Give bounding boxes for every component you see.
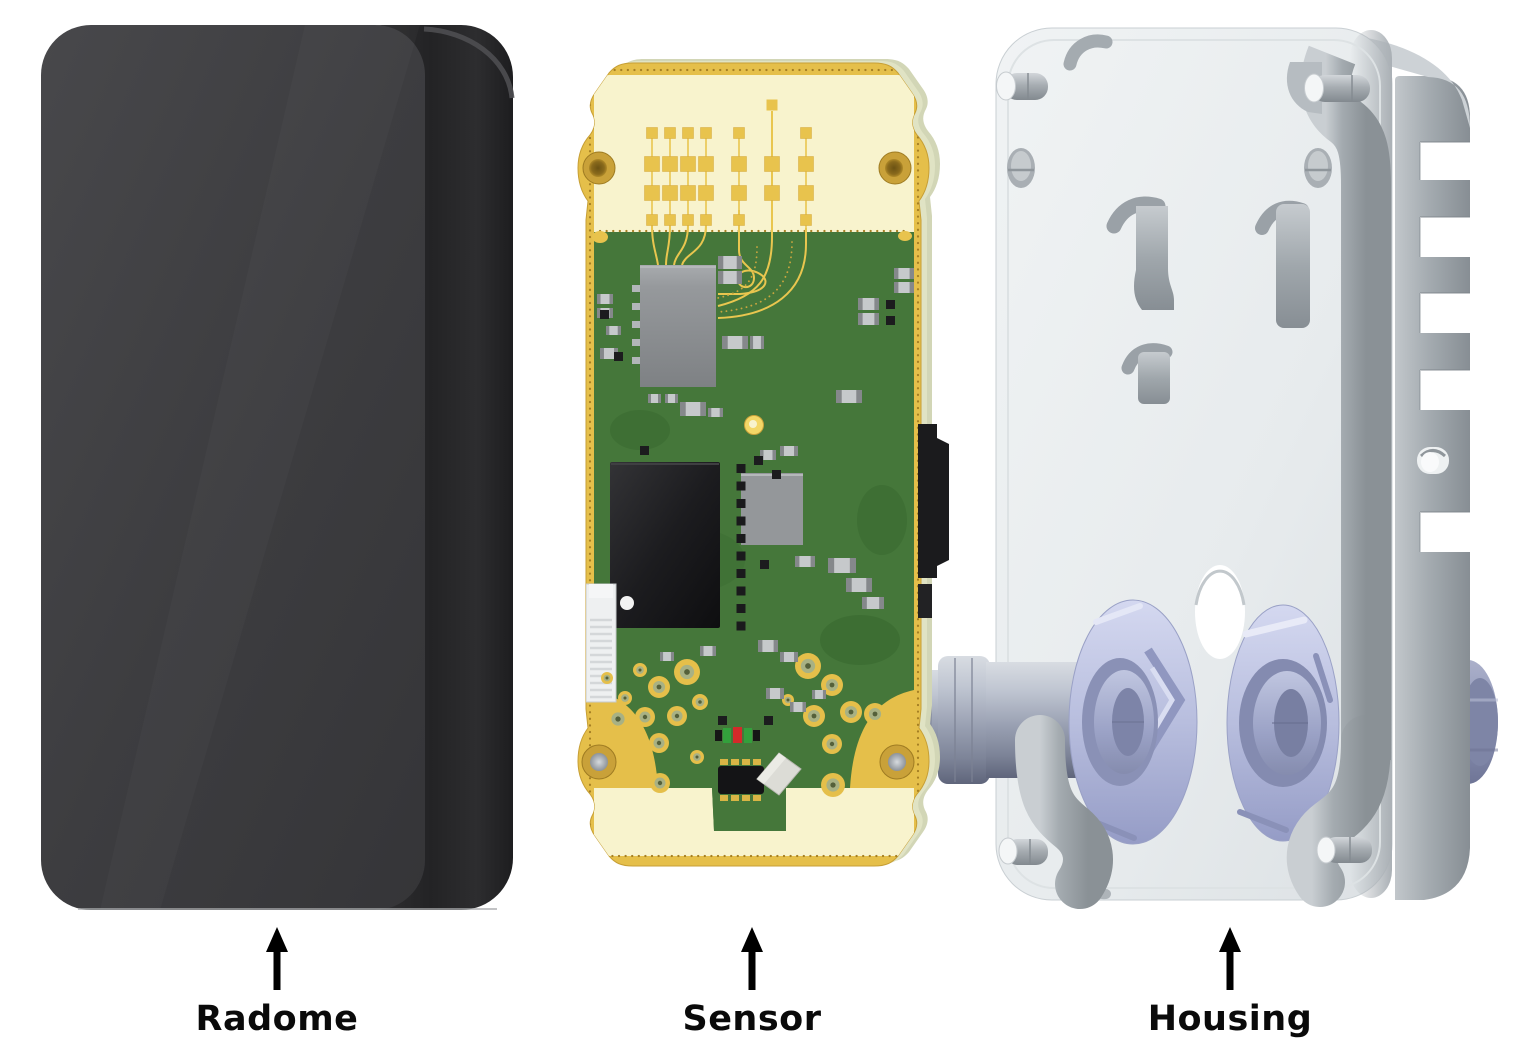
status-leds xyxy=(715,727,760,743)
radome-edge-highlight xyxy=(423,26,515,99)
smd-components xyxy=(597,256,914,725)
label-housing: Housing xyxy=(1148,927,1313,1039)
label-sensor: Sensor xyxy=(682,927,821,1039)
cable-gland-right xyxy=(1226,604,1340,842)
bottom-connector xyxy=(718,759,764,801)
edge-connector xyxy=(918,424,949,578)
screw-pin-top-left xyxy=(996,71,1048,101)
mounting-clip-middle xyxy=(1106,196,1174,404)
mounting-clip-right xyxy=(1255,200,1310,328)
mounting-hole-top-left xyxy=(582,151,616,185)
part-label-sensor: Sensor xyxy=(682,999,821,1039)
center-oval-hole xyxy=(1194,565,1246,659)
up-arrow-sensor xyxy=(741,927,763,990)
gold-vias xyxy=(592,231,912,435)
gold-pads xyxy=(601,653,886,797)
housing-connectors xyxy=(996,62,1391,909)
mounting-hole-top-right xyxy=(878,151,912,185)
mounting-hole-bottom-right xyxy=(879,744,915,780)
pin1-dot xyxy=(620,596,634,610)
screw-pin-bottom-left xyxy=(998,837,1048,865)
tilted-component xyxy=(756,752,802,796)
processor-chip xyxy=(610,462,720,628)
recessed-hole-right xyxy=(1304,148,1332,188)
radome-illustration xyxy=(41,25,515,910)
top-left-notch xyxy=(1063,34,1113,71)
rf-chip xyxy=(632,265,716,387)
labels: Radome Sensor Housing xyxy=(196,927,1313,1039)
via-dot-arcs xyxy=(717,241,793,313)
antenna-patch-array xyxy=(644,99,814,226)
mounting-hole-bottom-left xyxy=(581,744,617,780)
label-radome: Radome xyxy=(196,927,359,1039)
screw-pin-top-right xyxy=(1286,62,1370,114)
heatsink-side-face xyxy=(1395,76,1470,900)
ffc-connector xyxy=(585,583,617,703)
radome-front-face xyxy=(41,25,425,910)
sensor-pcb-illustration xyxy=(577,59,949,867)
cable-gland-left xyxy=(1068,599,1198,845)
part-label-housing: Housing xyxy=(1148,999,1313,1039)
up-arrow-radome xyxy=(266,927,288,990)
screw-pin-bottom-right xyxy=(1316,836,1372,864)
side-mount-hole xyxy=(1417,447,1449,474)
right-rail-hook xyxy=(1286,715,1391,907)
memory-chip xyxy=(741,473,803,545)
led-red xyxy=(733,727,742,743)
left-rail-hook xyxy=(1015,715,1113,909)
recessed-hole-left xyxy=(1007,148,1035,188)
up-arrow-housing xyxy=(1219,927,1241,990)
part-label-radome: Radome xyxy=(196,999,359,1039)
led-green xyxy=(744,728,752,743)
via-dot-border xyxy=(588,68,920,858)
led-green xyxy=(723,728,731,743)
fin-shadows xyxy=(1419,141,1470,552)
